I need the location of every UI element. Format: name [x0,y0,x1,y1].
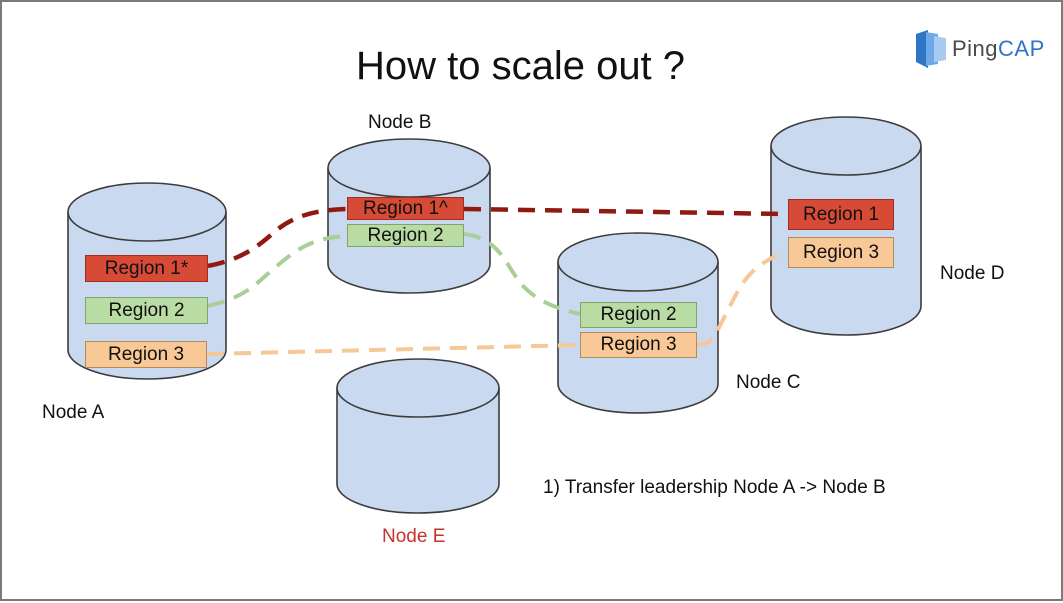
node-d-region-1: Region 1 [788,199,894,230]
node-c-region-2: Region 2 [580,302,697,328]
node-e-cylinder [336,358,500,514]
node-b-region-2: Region 2 [347,224,464,247]
node-d-region-3: Region 3 [788,237,894,268]
slide-title: How to scale out ? [355,44,686,88]
node-b-region-1: Region 1^ [347,197,464,220]
node-a-region-1: Region 1* [85,255,208,282]
step-description: 1) Transfer leadership Node A -> Node B [543,477,886,498]
node-d-label: Node D [940,263,1005,284]
region-2-replication-line [207,232,581,316]
pingcap-logo-icon [916,30,946,68]
node-a-region-3: Region 3 [85,341,207,368]
node-c-region-3: Region 3 [580,332,697,358]
pingcap-logo: PingCAP [914,28,1044,72]
node-a-label: Node A [42,402,105,423]
logo-text-cap: CAP [998,36,1045,61]
node-e-label: Node E [382,526,446,547]
pingcap-logo-text: PingCAP [952,36,1045,62]
node-a-region-2: Region 2 [85,297,208,324]
node-c-label: Node C [736,372,801,393]
node-b-label: Node B [368,112,432,133]
region-3-replication-line [206,250,787,356]
logo-text-ping: Ping [952,36,999,61]
node-a-cylinder [67,182,227,380]
